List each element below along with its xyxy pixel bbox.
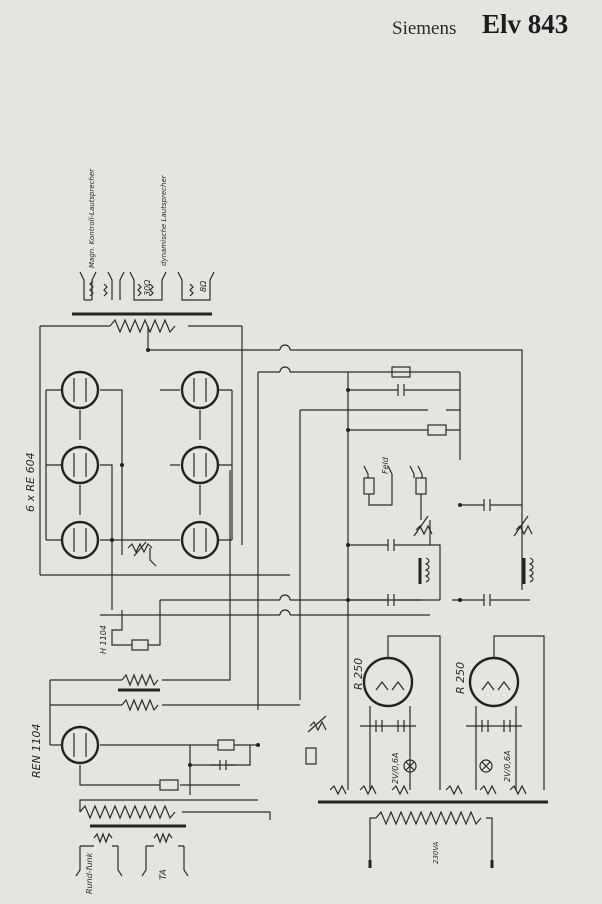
rectifier-2-label: R 250 bbox=[454, 662, 467, 694]
coupling-capacitor bbox=[460, 499, 522, 511]
feld-label: Feld bbox=[381, 456, 390, 474]
field-resistor bbox=[427, 424, 447, 436]
mains-plug bbox=[368, 860, 494, 868]
junction-dots bbox=[110, 348, 462, 767]
rectifier-tube bbox=[362, 656, 520, 708]
regulator-pot bbox=[413, 515, 433, 537]
mains-label: 230VA bbox=[432, 841, 440, 864]
input-transformer-secondary bbox=[79, 804, 176, 820]
output-tube bbox=[60, 370, 220, 560]
input-tube bbox=[60, 725, 100, 765]
filter-resistor bbox=[391, 366, 411, 378]
speaker-dynamic-label: dynamische Lautsprecher bbox=[160, 174, 168, 266]
grid-resistor bbox=[217, 739, 235, 751]
coupling-resistor bbox=[121, 698, 159, 712]
speaker-kontroll-label: Magn. Kontroll-Lautsprecher bbox=[88, 168, 96, 268]
output-tubes-label: 6 x RE 604 bbox=[24, 452, 37, 512]
field-coil bbox=[415, 477, 427, 495]
h-tube-label: H 1104 bbox=[99, 625, 108, 654]
lamp-1-label: 2V/0,6A bbox=[391, 753, 400, 784]
lamp-2-label: 2V/0,6A bbox=[503, 751, 512, 782]
rundfunk-label: Rund-funk bbox=[85, 852, 94, 894]
field-coil bbox=[363, 477, 375, 495]
bias-potentiometer bbox=[127, 541, 157, 567]
pilot-lamp-icon bbox=[403, 759, 417, 773]
ohm-8-label: 8Ω bbox=[199, 280, 208, 292]
rectifier-1-label: R 250 bbox=[352, 658, 365, 690]
model-title: Elv 843 bbox=[482, 9, 569, 39]
coupling-resistor bbox=[121, 673, 159, 687]
bleeder-resistor bbox=[305, 747, 317, 765]
filter-capacitor bbox=[348, 384, 460, 396]
hum-balance-pot bbox=[307, 715, 327, 733]
pilot-lamp-icon bbox=[479, 759, 493, 773]
speaker-terminals bbox=[79, 271, 215, 301]
ohm-30-label: 30Ω bbox=[143, 279, 152, 296]
brand-title: Siemens bbox=[392, 18, 457, 39]
ta-label: TA bbox=[159, 869, 169, 880]
cathode-resistor bbox=[159, 779, 179, 791]
output-transformer-primary bbox=[109, 318, 176, 334]
filter-capacitor bbox=[348, 539, 430, 551]
h-tube-resistor bbox=[131, 639, 149, 651]
input-tube-label: REN 1104 bbox=[30, 724, 43, 778]
mains-primary-winding bbox=[375, 810, 482, 826]
